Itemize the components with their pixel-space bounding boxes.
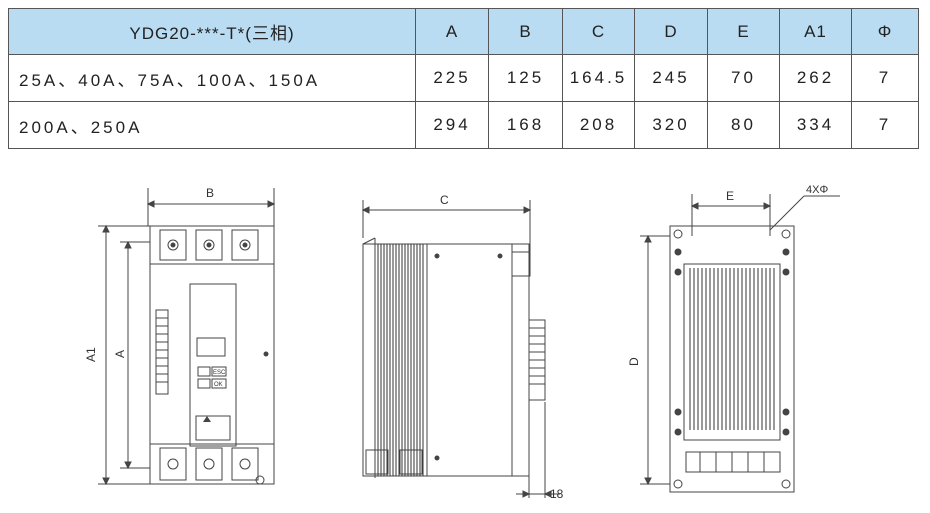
table-row: 200A、250A 294 168 208 320 80 334 7	[8, 101, 919, 149]
cell-model: 200A、250A	[8, 101, 416, 149]
header-model: YDG20-***-T*(三相)	[8, 8, 416, 55]
header-phi: Φ	[851, 8, 919, 55]
cell-e: 80	[707, 101, 780, 149]
front-view: B A1 A	[84, 186, 276, 486]
connector-pins	[529, 327, 545, 385]
dim-label-c: C	[440, 193, 449, 207]
cell-d: 320	[634, 101, 708, 149]
cell-a: 294	[415, 101, 489, 149]
cell-e: 70	[707, 54, 780, 102]
heatsink-fins	[689, 268, 775, 430]
cell-b: 125	[488, 54, 563, 102]
header-b: B	[488, 8, 563, 55]
cell-a1: 334	[779, 101, 852, 149]
ground-screw-icon	[255, 475, 265, 485]
dim-label-b: B	[206, 186, 214, 200]
header-e: E	[707, 8, 780, 55]
dimension-drawings: B A1 A	[84, 184, 840, 501]
ok-key-label: OK	[214, 382, 223, 388]
dim-label-a: A	[113, 350, 127, 358]
cell-c: 208	[562, 101, 635, 149]
cell-phi: 7	[851, 54, 919, 102]
header-c: C	[562, 8, 635, 55]
cell-a: 225	[415, 54, 489, 102]
header-a: A	[415, 8, 489, 55]
heatsink-fins	[377, 244, 424, 476]
cell-model: 25A、40A、75A、100A、150A	[8, 54, 416, 102]
cell-a1: 262	[779, 54, 852, 102]
esc-key-label: ESC	[213, 370, 226, 376]
cell-d: 245	[634, 54, 708, 102]
cell-c: 164.5	[562, 54, 635, 102]
dim-label-a1: A1	[84, 347, 98, 362]
header-a1: A1	[779, 8, 852, 55]
dim-label-e: E	[726, 189, 734, 203]
back-view: E 4XΦ D	[627, 184, 840, 493]
warning-icon	[203, 416, 211, 422]
spec-table: YDG20-***-T*(三相) A B C D E A1 Φ 25A、40A、…	[8, 8, 919, 149]
header-d: D	[634, 8, 708, 55]
side-view: C	[361, 193, 564, 501]
hole-note-label: 4XΦ	[806, 184, 828, 196]
connector-pins	[156, 317, 168, 383]
dim-label-18: 18	[550, 487, 564, 501]
cell-phi: 7	[851, 101, 919, 149]
table-row: 25A、40A、75A、100A、150A 225 125 164.5 245 …	[8, 54, 919, 102]
cell-b: 168	[488, 101, 563, 149]
dim-label-d: D	[627, 357, 641, 366]
table-header-row: YDG20-***-T*(三相) A B C D E A1 Φ	[8, 8, 919, 55]
